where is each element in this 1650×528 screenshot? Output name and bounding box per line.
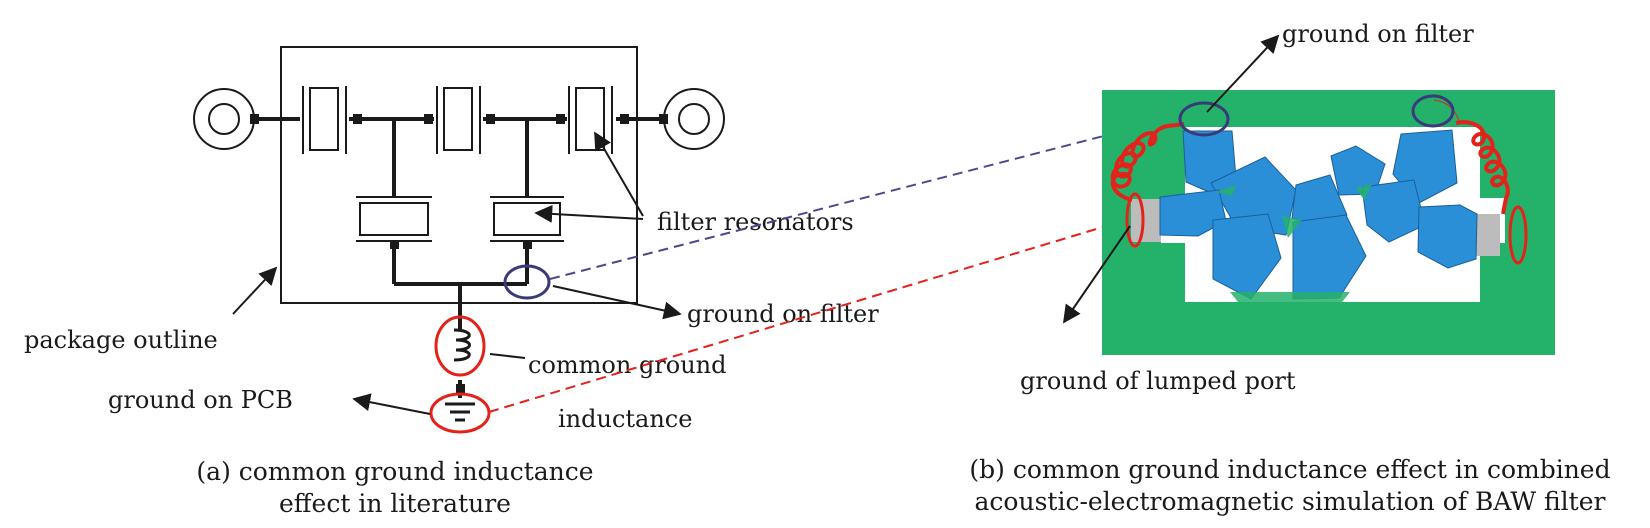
label-ground-on-pcb: ground on PCB <box>108 386 293 414</box>
pointer-resonator-2 <box>534 204 644 223</box>
dashed-link-ground-port <box>488 217 1134 413</box>
port-marker-right <box>1508 205 1528 265</box>
label-ground-on-filter-right: ground on filter <box>1282 20 1474 48</box>
caption-a-line1: (a) common ground inductance <box>196 457 593 486</box>
input-port-icon <box>193 88 255 150</box>
resonator-polygons <box>1159 129 1478 300</box>
label-package-outline: package outline <box>24 326 218 354</box>
pointer-resonator-1 <box>594 131 644 217</box>
output-port-icon <box>663 88 725 150</box>
pointer-ground-on-filter <box>552 285 682 320</box>
pointer-ground-pcb <box>352 393 431 415</box>
shunt-resonator-1 <box>356 196 432 242</box>
label-common-ground: common ground <box>528 351 727 379</box>
caption-b-line2: acoustic-electromagnetic simulation of B… <box>975 487 1606 516</box>
label-ground-of-lumped-port: ground of lumped port <box>1020 367 1296 395</box>
caption-b-line1: (b) common ground inductance effect in c… <box>969 455 1610 484</box>
inductor-icon <box>434 315 486 377</box>
port-left-area <box>1131 199 1161 242</box>
pcb-ground-icon <box>429 392 491 434</box>
series-resonator-3 <box>568 86 613 154</box>
pointer-ground-on-filter-right <box>1206 34 1280 113</box>
package-outline-box <box>280 46 638 304</box>
port-marker-left <box>1125 192 1145 248</box>
label-filter-resonators: filter resonators <box>657 208 854 236</box>
em-model-panel: ground on filter ground of lumped port (… <box>969 20 1610 516</box>
pointer-package-outline <box>232 266 278 315</box>
series-resonator-2 <box>436 86 481 154</box>
inductor-coil-left <box>1110 122 1185 202</box>
schematic-panel: filter resonators ground on filter packa… <box>24 46 879 518</box>
ground-on-filter-marker <box>503 264 551 300</box>
label-inductance: inductance <box>558 405 692 433</box>
caption-a-line2: effect in literature <box>279 489 511 518</box>
dashed-link-ground-filter <box>549 123 1151 280</box>
pointer-inductor <box>489 353 526 359</box>
series-resonator-1 <box>302 86 347 154</box>
inductor-coil-right <box>1455 120 1510 215</box>
port-right-area <box>1476 214 1500 256</box>
ground-circle-left <box>1178 101 1230 137</box>
ground-circle-right <box>1411 94 1455 128</box>
shunt-resonator-2 <box>490 196 564 242</box>
pointer-lumped-port <box>1062 225 1131 324</box>
